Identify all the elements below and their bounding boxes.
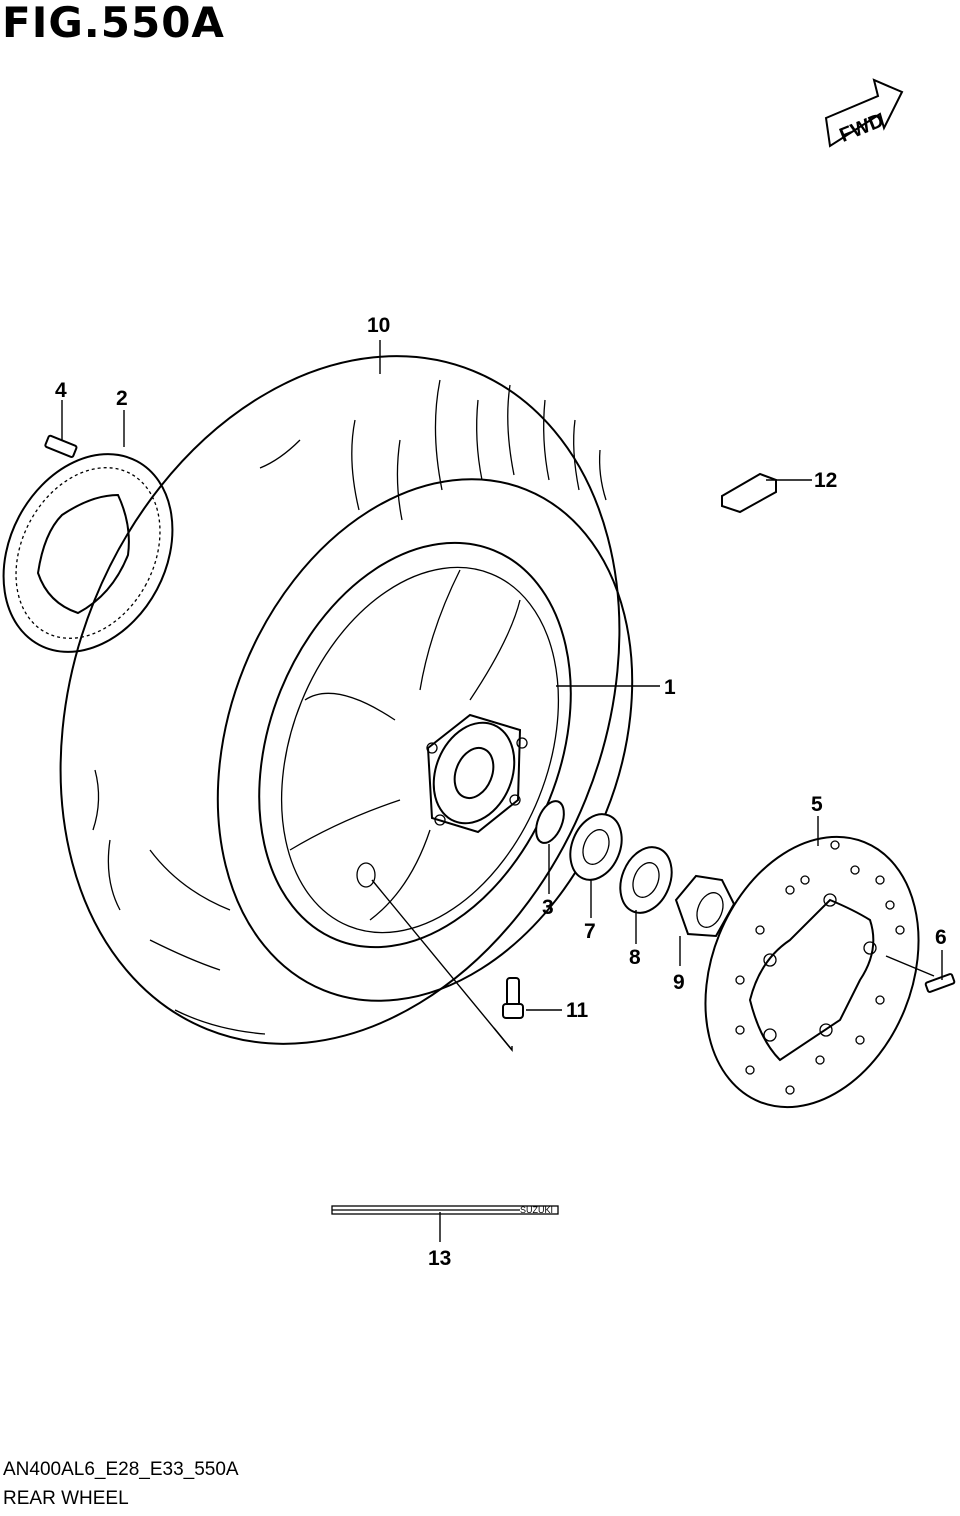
callout-4: 4 (55, 379, 67, 402)
fwd-arrow-icon: FWD (824, 78, 904, 148)
tire (59, 355, 634, 1045)
callout-12: 12 (814, 469, 837, 492)
callout-10: 10 (367, 314, 390, 337)
callout-2: 2 (116, 387, 128, 410)
suzuki-decal: SUZUKI (331, 1205, 559, 1215)
callout-6: 6 (935, 926, 947, 949)
diagram-name: REAR WHEEL (3, 1488, 129, 1509)
callout-1: 1 (664, 676, 676, 699)
sensor-ring (2, 453, 174, 653)
callout-11: 11 (566, 999, 589, 1022)
callout-labels: 1 2 3 4 5 6 7 8 9 10 11 12 13 (55, 314, 947, 1270)
nut-9 (674, 874, 736, 938)
balance-weight (721, 472, 777, 514)
valve (502, 977, 524, 1019)
diagram-code: AN400AL6_E28_E33_550A (3, 1459, 239, 1480)
callout-9: 9 (673, 971, 685, 994)
bolt-6 (924, 973, 956, 993)
callout-7: 7 (584, 920, 596, 943)
callout-13: 13 (428, 1247, 451, 1270)
oil-seal (535, 800, 565, 844)
callout-8: 8 (629, 946, 641, 969)
decal-brand-text: SUZUKI (520, 1205, 553, 1215)
spacer-8 (619, 846, 673, 914)
figure-title: FIG.550A (2, 0, 225, 47)
callout-3: 3 (542, 896, 554, 919)
wheel-rim (258, 541, 572, 949)
spacer-7 (569, 813, 623, 881)
callout-5: 5 (811, 793, 823, 816)
bolt-4 (44, 434, 78, 458)
leader-lines (61, 340, 943, 1242)
brake-disc (704, 835, 920, 1109)
